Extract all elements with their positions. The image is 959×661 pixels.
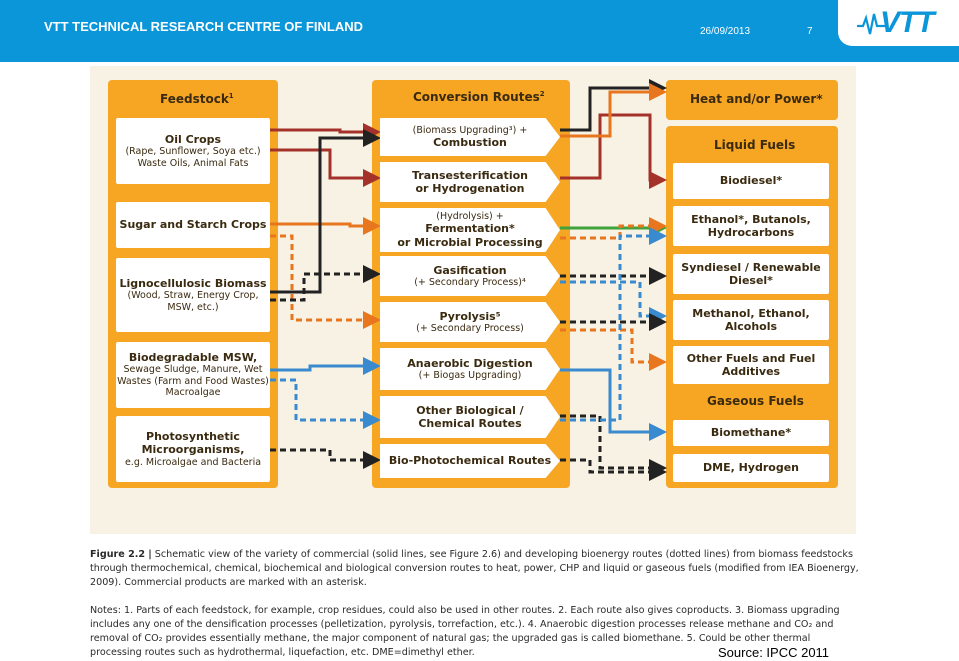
- conversion-box: Transesterification or Hydrogenation: [380, 162, 560, 202]
- liquid-fuel-box: Syndiesel / Renewable Diesel*: [673, 254, 829, 294]
- figure-text: Schematic view of the variety of commerc…: [90, 549, 859, 588]
- heat-power-title: Heat and/or Power*: [690, 92, 823, 106]
- gaseous-fuels-title: Gaseous Fuels: [707, 394, 804, 408]
- route-line: [270, 129, 381, 294]
- conversion-prefix: (Biomass Upgrading³) +: [412, 124, 528, 136]
- route-line: [270, 148, 381, 187]
- liquid-fuel-name: Biodiesel*: [719, 174, 783, 188]
- route-line: [560, 79, 667, 132]
- route-line: [560, 217, 667, 240]
- feedstock-name: Photosynthetic Microorganisms,: [141, 429, 245, 457]
- gaseous-fuel-name: Biomethane*: [710, 426, 792, 440]
- conversion-box: (Biomass Upgrading³) +Combustion: [380, 118, 560, 156]
- route-line: [560, 458, 667, 481]
- gaseous-fuel-name: DME, Hydrogen: [703, 461, 799, 475]
- conversion-suffix: (+ Biogas Upgrading): [418, 369, 522, 381]
- route-line: [270, 357, 381, 375]
- feedstock-detail: e.g. Microalgae and Bacteria: [124, 456, 262, 468]
- feedstock-detail: (Wood, Straw, Energy Crop, MSW, etc.): [127, 290, 259, 313]
- feedstock-name: Lignocellulosic Biomass: [119, 276, 267, 290]
- liquid-fuel-name: Ethanol*, Butanols, Hydrocarbons: [691, 212, 811, 239]
- conversion-box: Pyrolysis⁵(+ Secondary Process): [380, 302, 560, 342]
- vtt-wave-icon: [857, 13, 885, 35]
- conversion-suffix: (+ Secondary Process)⁴: [414, 276, 526, 288]
- conversion-name: Pyrolysis⁵: [439, 309, 501, 323]
- feedstock-detail: Sewage Sludge, Manure, Wet Wastes (Farm …: [117, 364, 269, 399]
- route-line: [560, 227, 667, 422]
- liquid-fuel-name: Methanol, Ethanol, Alcohols: [692, 306, 810, 333]
- liquid-fuels-title: Liquid Fuels: [714, 138, 796, 152]
- figure-caption: Figure 2.2 | Schematic view of the varie…: [90, 549, 859, 588]
- figure-label: Figure 2.2: [90, 549, 146, 560]
- conversion-name: Other Biological / Chemical Routes: [416, 403, 524, 430]
- logo-area: [838, 0, 959, 46]
- liquid-fuel-name: Other Fuels and Fuel Additives: [686, 351, 816, 378]
- feedstock-name: Biodegradable MSW,: [128, 350, 258, 364]
- feedstock-name: Sugar and Starch Crops: [119, 218, 267, 232]
- conversion-suffix: (+ Secondary Process): [416, 322, 524, 334]
- route-line: [270, 234, 381, 329]
- route-line: [270, 378, 381, 429]
- liquid-fuel-name: Syndiesel / Renewable Diesel*: [681, 260, 821, 287]
- liquid-fuel-box: Other Fuels and Fuel Additives: [673, 346, 829, 384]
- header-bar: VTT TECHNICAL RESEARCH CENTRE OF FINLAND…: [0, 0, 959, 62]
- org-title: VTT TECHNICAL RESEARCH CENTRE OF FINLAND: [44, 19, 363, 34]
- conversion-box: (Hydrolysis) + Fermentation* or Microbia…: [380, 208, 560, 252]
- conversion-box: Other Biological / Chemical Routes: [380, 396, 560, 438]
- feedstock-detail: (Rape, Sunflower, Soya etc.) Waste Oils,…: [125, 146, 261, 169]
- vtt-logo: VTT: [880, 6, 935, 39]
- conversion-box: Anaerobic Digestion(+ Biogas Upgrading): [380, 348, 560, 390]
- conversion-name: Gasification: [433, 263, 507, 277]
- route-line: [270, 448, 381, 469]
- liquid-fuel-box: Ethanol*, Butanols, Hydrocarbons: [673, 206, 829, 246]
- conversion-name: Fermentation* or Microbial Processing: [397, 222, 543, 249]
- feedstock-box: Biodegradable MSW,Sewage Sludge, Manure,…: [116, 342, 270, 408]
- conversion-prefix: (Hydrolysis) +: [436, 210, 504, 222]
- route-line: [560, 328, 667, 371]
- page-number: 7: [807, 26, 813, 37]
- feedstock-box: Photosynthetic Microorganisms,e.g. Micro…: [116, 416, 270, 482]
- gaseous-fuel-box: DME, Hydrogen: [673, 454, 829, 482]
- conversion-box: Gasification(+ Secondary Process)⁴: [380, 256, 560, 296]
- route-line: [560, 113, 667, 189]
- conversion-name: Bio-Photochemical Routes: [388, 454, 552, 468]
- conversion-name: Anaerobic Digestion: [407, 356, 533, 370]
- conversion-box: Bio-Photochemical Routes: [380, 444, 560, 478]
- route-line: [560, 280, 667, 325]
- route-line: [560, 368, 667, 441]
- feedstock-box: Sugar and Starch Crops: [116, 202, 270, 248]
- conversion-name: Transesterification or Hydrogenation: [412, 168, 528, 195]
- gaseous-fuel-box: Biomethane*: [673, 420, 829, 446]
- liquid-fuel-box: Methanol, Ethanol, Alcohols: [673, 300, 829, 340]
- source-label: Source: IPCC 2011: [718, 645, 830, 660]
- feedstock-title: Feedstock1: [160, 92, 234, 106]
- route-line: [560, 83, 667, 138]
- route-line: [270, 217, 381, 235]
- liquid-fuel-box: Biodiesel*: [673, 163, 829, 199]
- route-line: [270, 265, 381, 302]
- figure-notes: Notes: 1. Parts of each feedstock, for e…: [90, 605, 840, 658]
- heat-power-column: [666, 80, 838, 120]
- slide-date: 26/09/2013: [700, 26, 751, 37]
- conversion-title: Conversion Routes2: [413, 90, 545, 104]
- route-line: [560, 414, 667, 477]
- conversion-name: Combustion: [433, 136, 507, 150]
- route-line: [270, 123, 381, 141]
- feedstock-name: Oil Crops: [164, 132, 222, 146]
- feedstock-box: Oil Crops(Rape, Sunflower, Soya etc.) Wa…: [116, 118, 270, 184]
- feedstock-box: Lignocellulosic Biomass(Wood, Straw, Ene…: [116, 258, 270, 332]
